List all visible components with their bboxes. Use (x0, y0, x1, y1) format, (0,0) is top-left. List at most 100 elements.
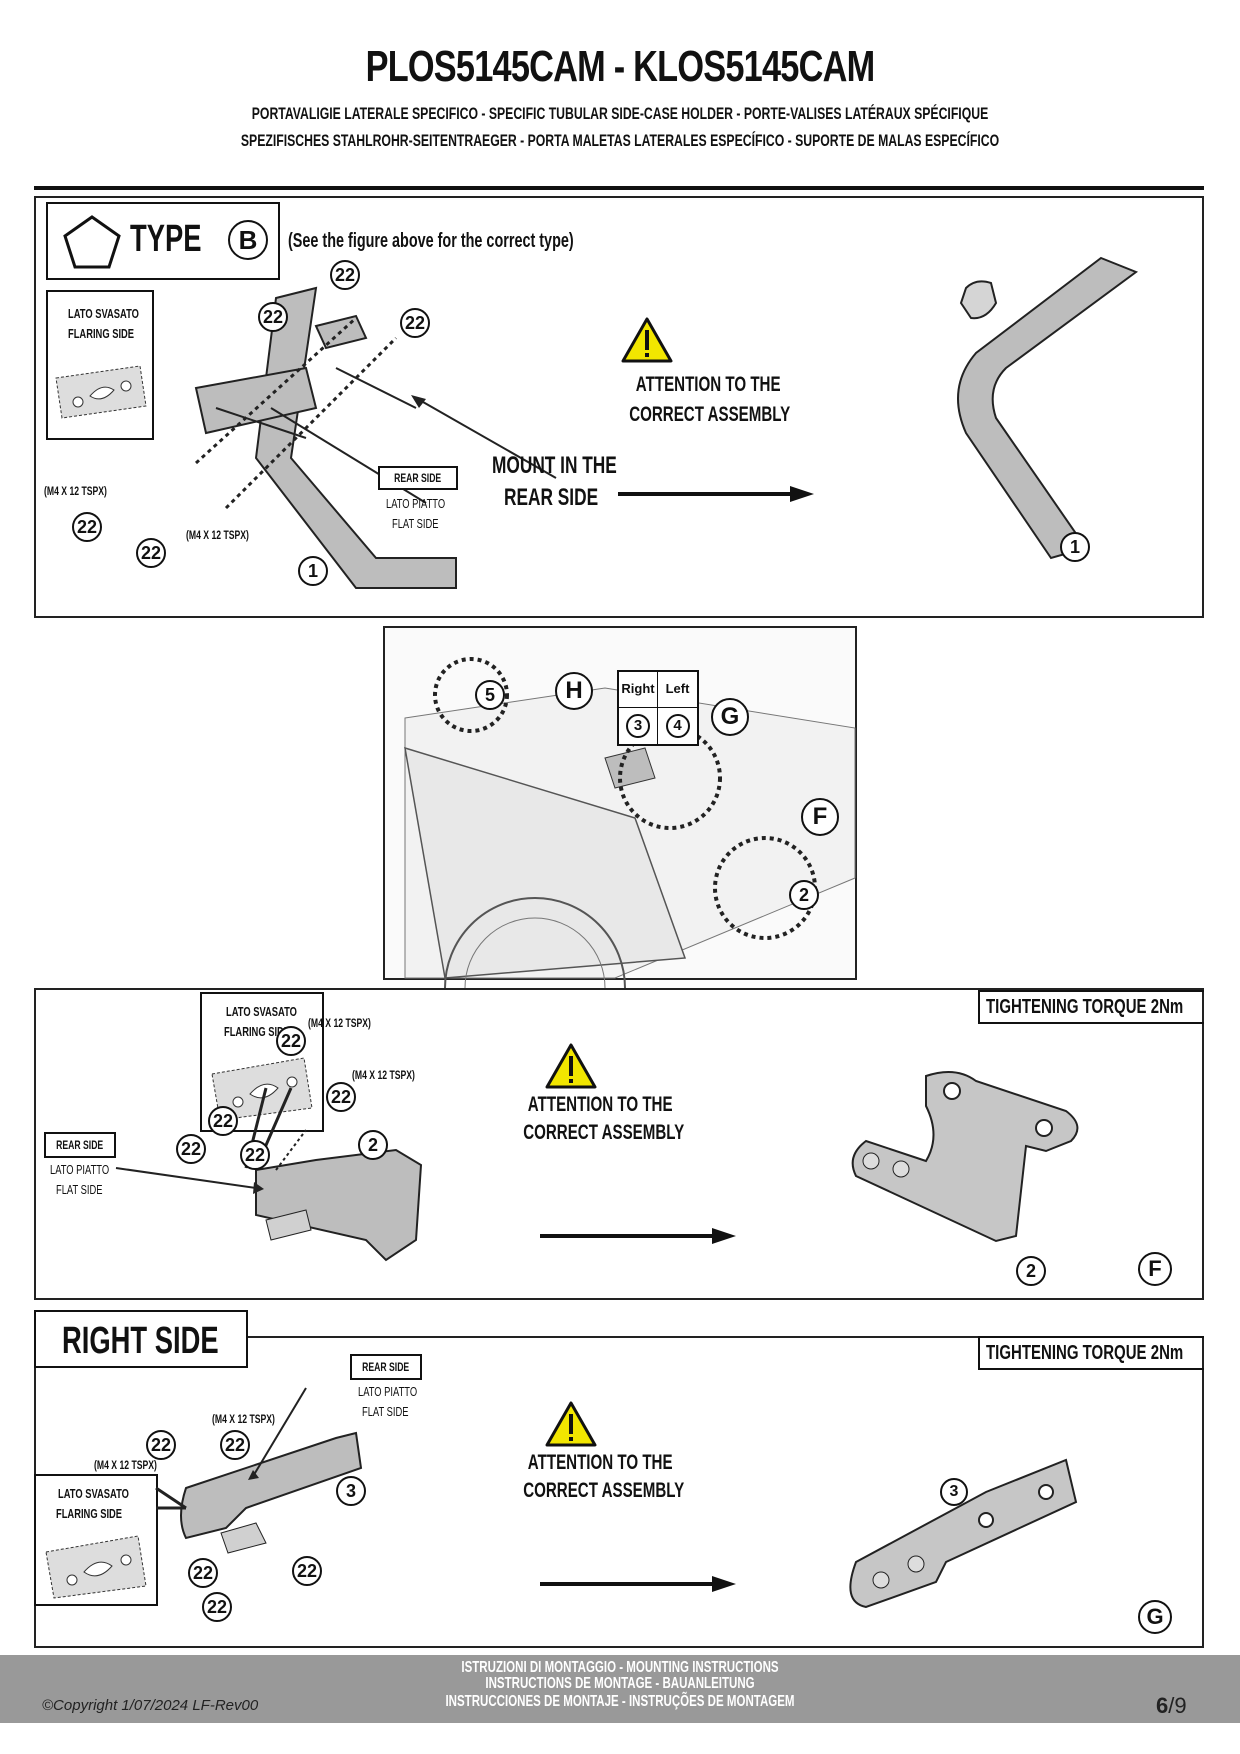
screw-spec-label: (M4 X 12 TSPX) (212, 1412, 275, 1426)
flat-label-en: FLAT SIDE (56, 1182, 103, 1197)
part-callout-3: 3 (626, 714, 650, 738)
callout-h: H (555, 672, 593, 710)
bracket-3-assembly-drawing (155, 1387, 363, 1554)
type-b-result-drawing (957, 256, 1139, 560)
flat-label-it: LATO PIATTO (386, 496, 446, 511)
part-callout-22: 22 (330, 260, 360, 290)
part-callout-1: 1 (298, 556, 328, 586)
motorcycle-overview-panel: 5 H G F 2 Right Left 3 4 (383, 626, 857, 1079)
warning-triangle-icon (545, 1043, 597, 1089)
warning-triangle-icon (545, 1401, 597, 1447)
flaring-side-box: LATO SVASATO FLARING SIDE (46, 290, 154, 440)
attention-text-line-2: CORRECT ASSEMBLY (523, 1121, 685, 1144)
screw-spec-label: (M4 X 12 TSPX) (308, 1016, 371, 1030)
part-callout-22: 22 (72, 512, 102, 542)
page-total: /9 (1168, 1693, 1187, 1718)
arrow-right-icon (618, 486, 814, 502)
rear-side-label: REAR SIDE (56, 1138, 104, 1152)
part-callout-22: 22 (176, 1134, 206, 1164)
flaring-plate-illustration (55, 365, 147, 419)
mount-instruction-line-1: MOUNT IN THE (492, 452, 617, 479)
rear-side-label: REAR SIDE (362, 1360, 410, 1374)
attention-text-line-1: ATTENTION TO THE (527, 1093, 673, 1116)
footer-line-1: ISTRUZIONI DI MONTAGGIO - MOUNTING INSTR… (461, 1659, 779, 1676)
flat-label-en: FLAT SIDE (392, 516, 439, 531)
callout-f: F (801, 798, 839, 836)
page-number: 6/9 (1156, 1693, 1187, 1719)
panel-g-right-side: TIGHTENING TORQUE 2Nm REAR SIDE LATO PIA… (34, 1336, 1204, 1648)
part-callout-4: 4 (665, 714, 690, 738)
flaring-label-en: FLARING SIDE (56, 1506, 123, 1521)
section-title-box: RIGHT SIDE (34, 1310, 248, 1368)
part-callout-22: 22 (146, 1430, 176, 1460)
screw-spec-label: (M4 X 12 TSPX) (186, 528, 249, 542)
rear-side-label: REAR SIDE (394, 471, 442, 485)
section-title-right-side: RIGHT SIDE (62, 1320, 219, 1362)
pentagon-icon (63, 215, 121, 269)
mount-instruction-line-2: REAR SIDE (504, 484, 599, 511)
torque-label-box: TIGHTENING TORQUE 2Nm (978, 1336, 1204, 1370)
table-header-right: Right (619, 672, 658, 708)
footer-line-2: INSTRUCTIONS DE MONTAGE - BAUANLEITUNG (485, 1675, 755, 1692)
flaring-plate-illustration (211, 1057, 313, 1121)
panel-f-left-bracket: TIGHTENING TORQUE 2Nm LATO SVASATO FLARI… (34, 988, 1204, 1300)
attention-text-line-1: ATTENTION TO THE (527, 1451, 673, 1474)
part-callout-2: 2 (1016, 1256, 1046, 1286)
arrow-right-icon (540, 1228, 736, 1244)
part-callout-22: 22 (258, 302, 288, 332)
part-callout-22: 22 (276, 1026, 306, 1056)
table-header-left: Left (658, 672, 697, 708)
part-callout-3: 3 (336, 1476, 366, 1506)
subtitle-line-2: SPEZIFISCHES STAHLROHR-SEITENTRAEGER - P… (240, 131, 1000, 150)
rear-side-box: REAR SIDE (44, 1132, 116, 1158)
flaring-side-box: LATO SVASATO FLARING SIDE (34, 1474, 158, 1606)
flat-label-it: LATO PIATTO (358, 1384, 418, 1399)
part-callout-1: 1 (1060, 532, 1090, 562)
corner-letter-g: G (1138, 1600, 1172, 1634)
flaring-side-box: LATO SVASATO FLARING SIDE (200, 992, 324, 1132)
bracket-2-result-drawing (851, 1071, 1079, 1243)
warning-triangle-icon (621, 317, 673, 363)
attention-text-line-2: CORRECT ASSEMBLY (629, 403, 791, 426)
corner-letter-f: F (1138, 1252, 1172, 1286)
flat-label-it: LATO PIATTO (50, 1162, 110, 1177)
part-callout-5: 5 (475, 680, 505, 710)
screw-spec-label: (M4 X 12 TSPX) (44, 484, 107, 498)
flaring-label-it: LATO SVASATO (58, 1486, 129, 1501)
part-callout-2: 2 (789, 880, 819, 910)
type-b-assembly-drawing (194, 286, 557, 589)
callout-g: G (711, 698, 749, 736)
screw-spec-label: (M4 X 12 TSPX) (352, 1068, 415, 1082)
rear-side-box: REAR SIDE (350, 1354, 422, 1380)
bracket-2-assembly-drawing (115, 1087, 423, 1262)
part-callout-2: 2 (358, 1130, 388, 1160)
attention-text-line-1: ATTENTION TO THE (635, 373, 781, 396)
part-callout-22: 22 (292, 1556, 322, 1586)
page-current: 6 (1156, 1693, 1169, 1718)
footer-bar: ©Copyright 1/07/2024 LF-Rev00 ISTRUZIONI… (0, 1655, 1240, 1723)
part-callout-22: 22 (208, 1106, 238, 1136)
type-note: (See the figure above for the correct ty… (288, 230, 574, 252)
type-box: TYPE B (46, 202, 280, 280)
document-title: PLOS5145CAM - KLOS5145CAM (365, 42, 876, 91)
type-letter-badge: B (228, 220, 268, 260)
part-callout-22: 22 (136, 538, 166, 568)
rear-side-box: REAR SIDE (378, 466, 458, 490)
header-divider (34, 186, 1204, 190)
flaring-label-en: FLARING SIDE (68, 326, 135, 341)
part-callout-22: 22 (326, 1082, 356, 1112)
part-callout-22: 22 (240, 1140, 270, 1170)
subtitle-line-1: PORTAVALIGIE LATERALE SPECIFICO - SPECIF… (251, 104, 989, 123)
part-callout-22: 22 (202, 1592, 232, 1622)
torque-label: TIGHTENING TORQUE 2Nm (986, 1342, 1184, 1364)
copyright-text: ©Copyright 1/07/2024 LF-Rev00 (42, 1697, 259, 1714)
part-callout-22: 22 (220, 1430, 250, 1460)
flaring-label-it: LATO SVASATO (68, 306, 139, 321)
flaring-label-en: FLARING SIDE (224, 1024, 291, 1039)
part-callout-22: 22 (400, 308, 430, 338)
flat-label-en: FLAT SIDE (362, 1404, 409, 1419)
torque-label: TIGHTENING TORQUE 2Nm (986, 996, 1184, 1018)
bracket-3-result-drawing (849, 1458, 1078, 1609)
part-callout-22: 22 (188, 1558, 218, 1588)
footer-line-3: INSTRUCCIONES DE MONTAJE - INSTRUÇÕES DE… (445, 1693, 795, 1710)
